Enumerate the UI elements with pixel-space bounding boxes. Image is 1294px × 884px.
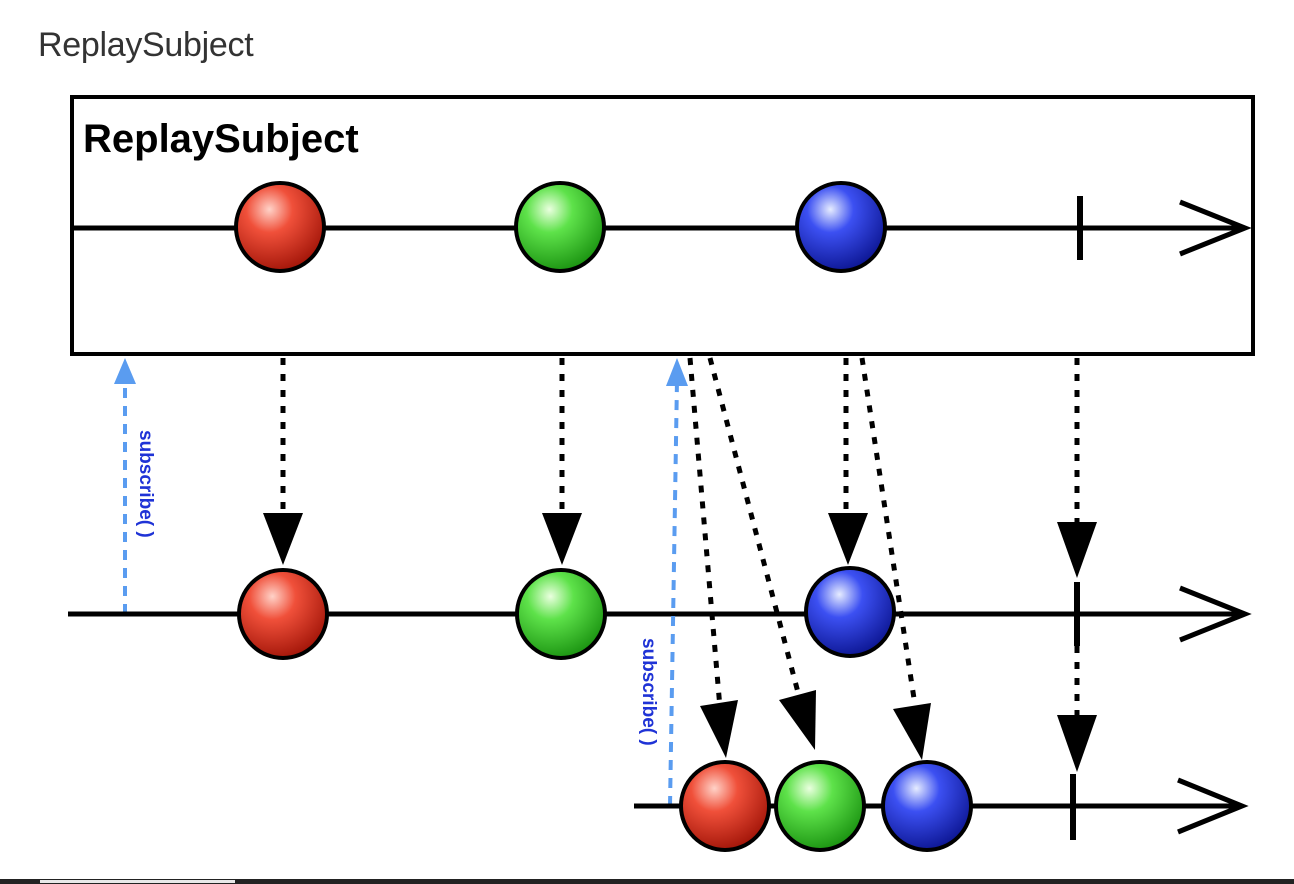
bottom-divider bbox=[0, 879, 1294, 884]
subscriber-2-blue-marble bbox=[881, 760, 973, 852]
subscriber-1-arrowhead bbox=[1179, 585, 1252, 643]
subscribe-label-1: subscribe( ) bbox=[135, 430, 156, 538]
subscribe-arrow-2 bbox=[668, 379, 679, 807]
page-title: ReplaySubject bbox=[38, 26, 254, 64]
subscribe-arrowhead-2 bbox=[666, 358, 688, 386]
subscriber-2-red-marble bbox=[679, 760, 771, 852]
subscribe-arrowhead-1 bbox=[114, 358, 136, 384]
subscriber-1-green-marble bbox=[515, 568, 607, 660]
subscribe-label-2: subscribe( ) bbox=[638, 638, 659, 746]
subscriber-2-green-marble bbox=[774, 760, 866, 852]
emission-arrowheads-1 bbox=[263, 513, 1097, 578]
subscriber-2-arrowhead bbox=[1177, 777, 1249, 835]
source-green-marble bbox=[514, 181, 606, 273]
subject-label: ReplaySubject bbox=[83, 117, 359, 161]
emission-arrows-2 bbox=[687, 357, 1080, 715]
source-timeline-arrowhead bbox=[1179, 199, 1252, 257]
bottom-tab-highlight bbox=[40, 880, 235, 883]
emission-arrows-1 bbox=[280, 358, 1080, 525]
emission-arrowheads-2 bbox=[700, 690, 1097, 772]
source-red-marble bbox=[234, 181, 326, 273]
subscriber-1-blue-marble bbox=[804, 566, 896, 658]
source-blue-marble bbox=[795, 181, 887, 273]
subscriber-1-red-marble bbox=[237, 568, 329, 660]
